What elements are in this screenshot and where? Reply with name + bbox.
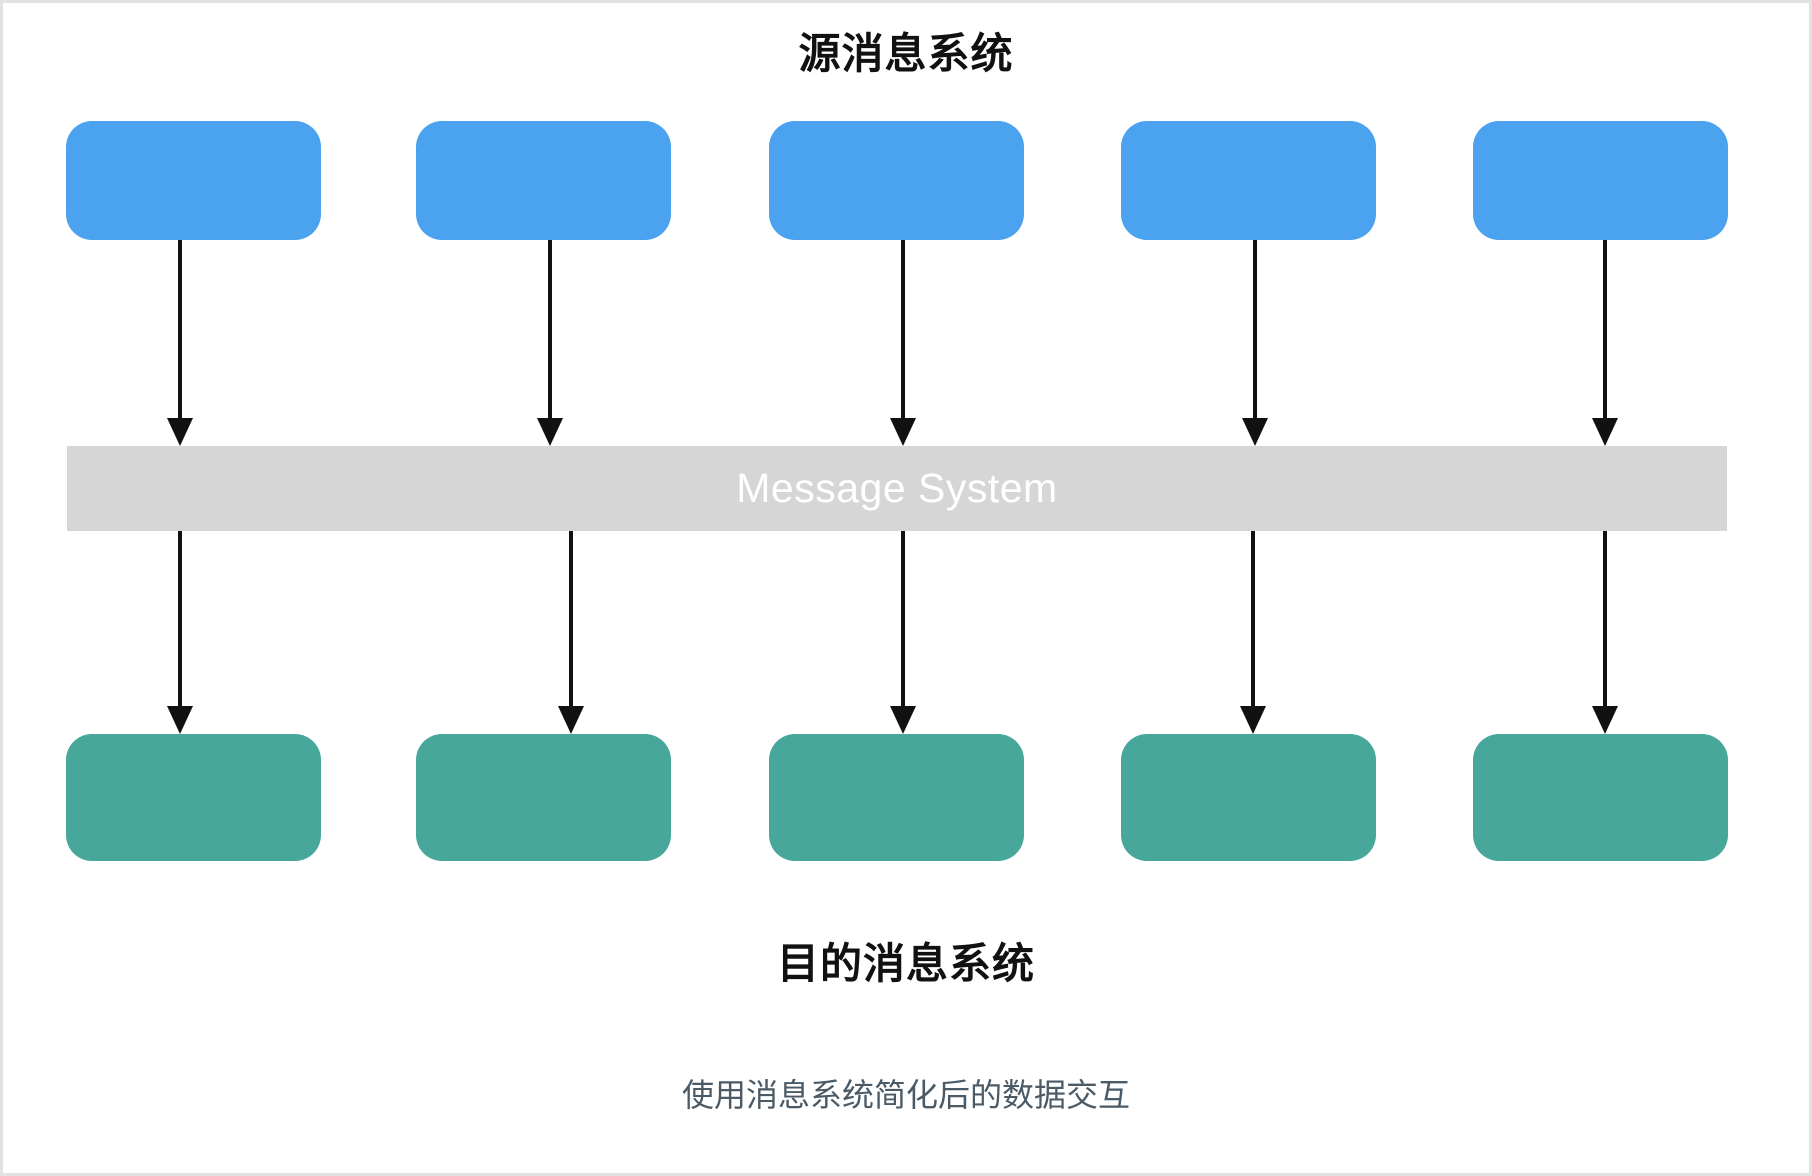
- source-system-node-3[interactable]: [769, 121, 1024, 240]
- arrow-head-icon: [890, 706, 916, 734]
- arrow-shaft: [1603, 240, 1607, 420]
- target-system-node-3[interactable]: [769, 734, 1024, 861]
- diagram-caption: 使用消息系统简化后的数据交互: [681, 1077, 1130, 1113]
- target-system-node-5[interactable]: [1473, 734, 1728, 861]
- arrow-shaft: [178, 240, 182, 420]
- source-system-node-1[interactable]: [66, 121, 321, 240]
- target-system-node-1[interactable]: [66, 734, 321, 861]
- arrow-head-icon: [1242, 418, 1268, 446]
- arrow-shaft: [1603, 531, 1607, 708]
- arrow-head-icon: [167, 706, 193, 734]
- arrow-head-icon: [1592, 706, 1618, 734]
- arrow-shaft: [178, 531, 182, 708]
- arrow-head-icon: [1592, 418, 1618, 446]
- arrow-head-icon: [1240, 706, 1266, 734]
- message-system-bus-label: Message System: [736, 465, 1058, 511]
- arrow-head-icon: [890, 418, 916, 446]
- arrow-shaft: [901, 531, 905, 708]
- arrow-head-icon: [167, 418, 193, 446]
- arrow-head-icon: [558, 706, 584, 734]
- source-system-node-4[interactable]: [1121, 121, 1376, 240]
- target-system-node-4[interactable]: [1121, 734, 1376, 861]
- message-system-bus: Message System: [67, 446, 1727, 531]
- source-system-title: 源消息系统: [798, 30, 1014, 77]
- arrow-shaft: [1253, 240, 1257, 420]
- source-system-node-5[interactable]: [1473, 121, 1728, 240]
- arrow-shaft: [548, 240, 552, 420]
- arrow-shaft: [569, 531, 573, 708]
- arrow-shaft: [901, 240, 905, 420]
- arrow-shaft: [1251, 531, 1255, 708]
- arrow-head-icon: [537, 418, 563, 446]
- source-system-node-2[interactable]: [416, 121, 671, 240]
- target-system-node-2[interactable]: [416, 734, 671, 861]
- target-system-title: 目的消息系统: [776, 940, 1035, 987]
